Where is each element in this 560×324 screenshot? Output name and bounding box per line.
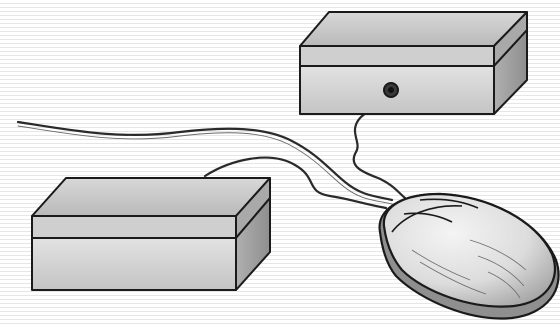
mouse-right-button bbox=[419, 198, 479, 209]
mouse-button-divider bbox=[403, 212, 453, 223]
cable-bottom-box bbox=[203, 156, 388, 210]
bottom-left-box-side bbox=[235, 197, 271, 291]
top-right-box bbox=[299, 11, 528, 115]
bottom-left-box-lid-front bbox=[31, 215, 237, 239]
top-right-box-lid-top bbox=[299, 11, 528, 47]
mouse-left-button bbox=[391, 205, 463, 233]
bottom-left-box-front bbox=[31, 237, 237, 291]
computer-mouse bbox=[378, 192, 560, 320]
cable-left-edge bbox=[16, 120, 394, 202]
mouse-body bbox=[382, 192, 557, 308]
bottom-left-box bbox=[31, 177, 271, 291]
cable-left-edge-highlight bbox=[17, 125, 393, 205]
top-right-box-lid-front bbox=[299, 45, 495, 67]
top-right-box-side bbox=[493, 29, 528, 115]
bottom-left-box-lid-top bbox=[31, 177, 271, 217]
mouse-hatching bbox=[411, 239, 527, 299]
